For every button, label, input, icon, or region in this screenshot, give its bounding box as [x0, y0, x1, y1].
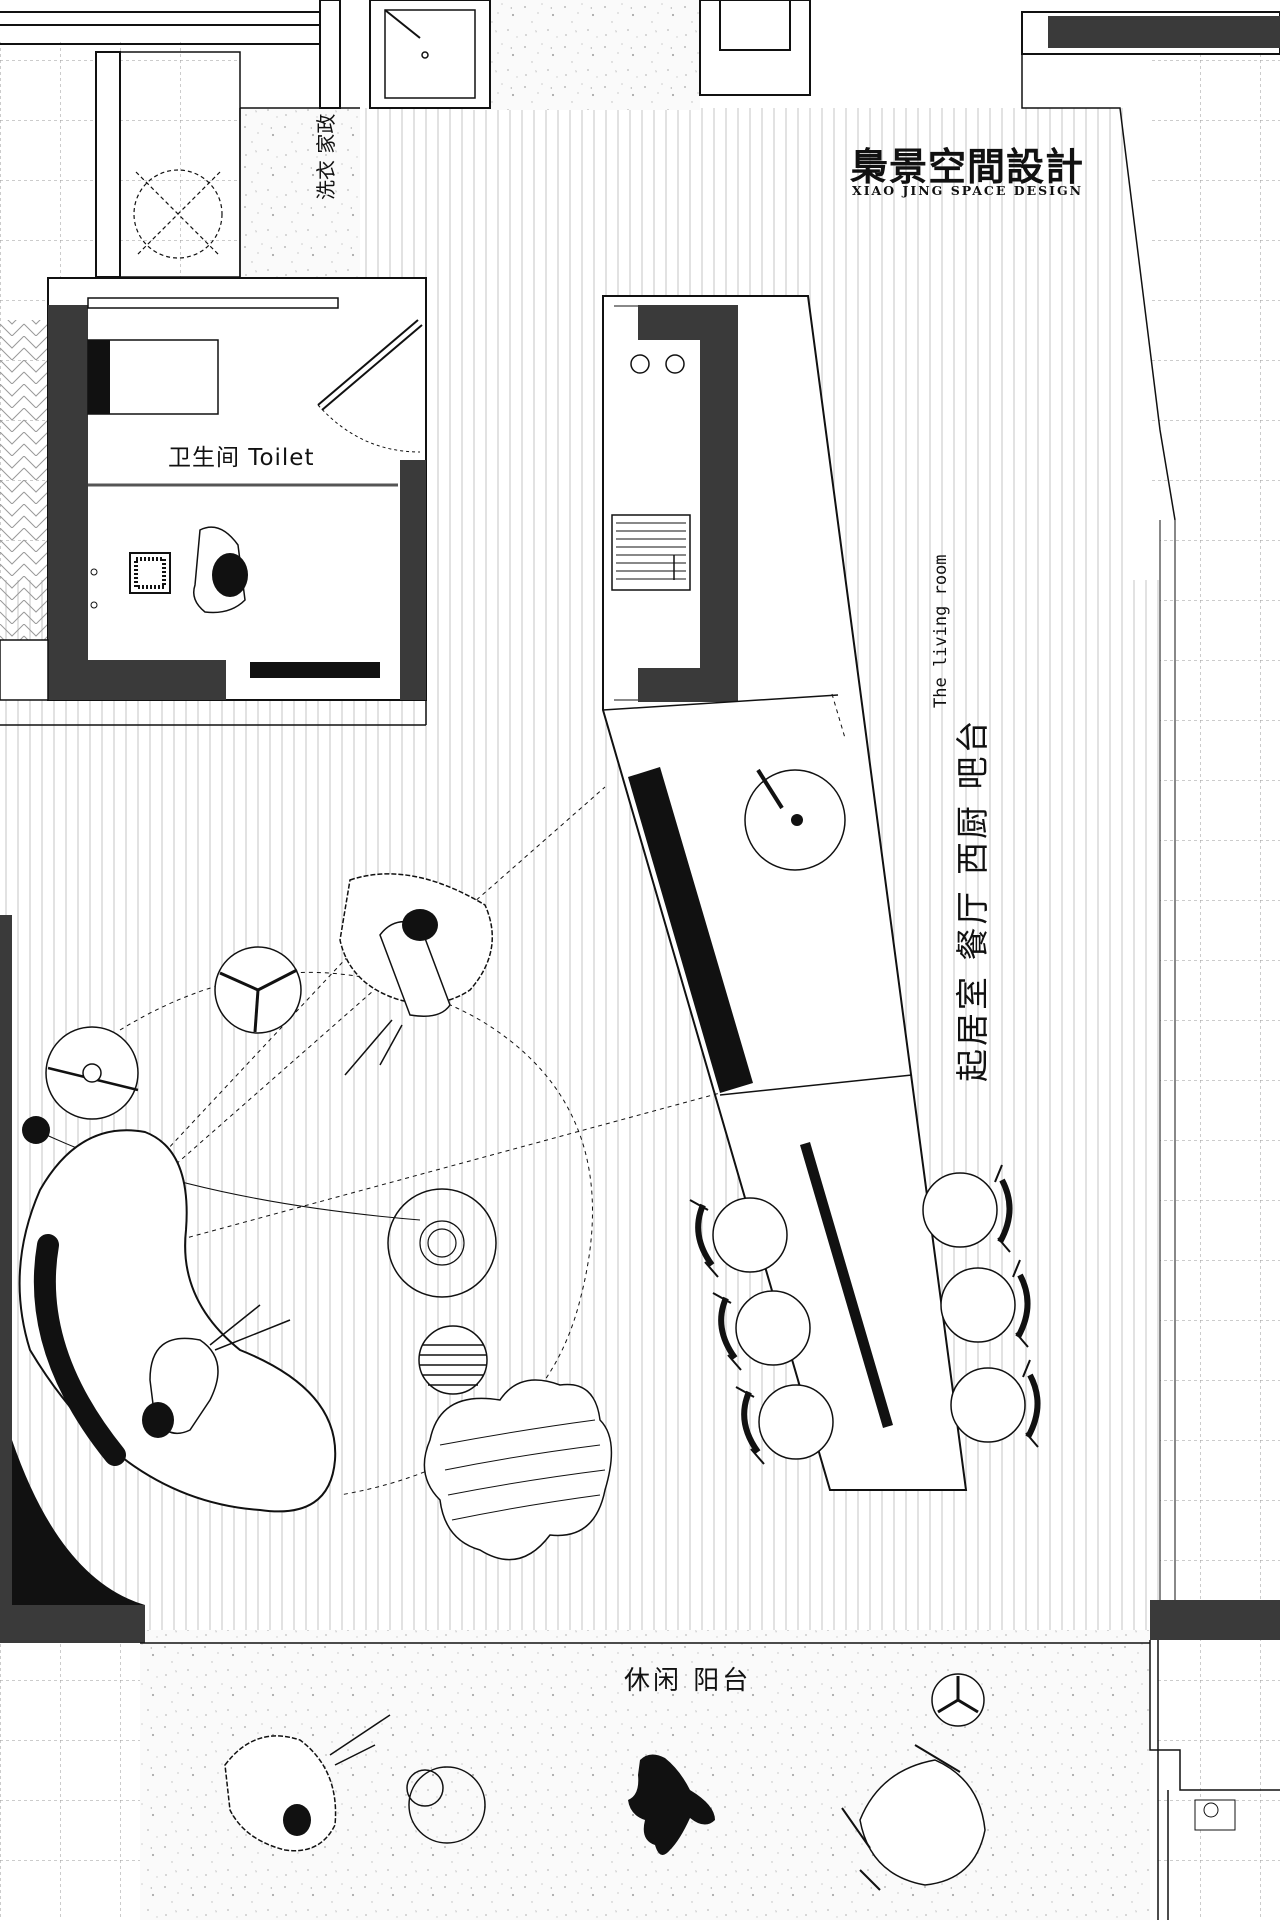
lounge-chair — [224, 1714, 391, 1852]
living-room-label-en: The living room — [931, 554, 951, 708]
chair-icon — [841, 1744, 986, 1891]
dog-icon — [628, 1754, 715, 1855]
side-table — [45, 1026, 139, 1120]
round-table-icon — [214, 946, 302, 1034]
floor-drain-icon — [129, 552, 171, 594]
laundry-label: 洗衣 家政 — [314, 113, 338, 200]
ottoman — [418, 1325, 488, 1395]
kitchen-island — [602, 295, 968, 1491]
round-table-icon — [744, 768, 846, 871]
puff-chair — [423, 1379, 613, 1561]
lounge-chair — [339, 873, 493, 1076]
toilet-room — [47, 277, 427, 701]
brand-logo-cn: 梟景空間設計 — [850, 144, 1085, 189]
balcony — [140, 1600, 1280, 1920]
side-table — [406, 1766, 486, 1844]
living-area — [0, 786, 721, 1643]
brand-logo-en: XIAO JING SPACE DESIGN — [852, 183, 1084, 198]
coffee-table — [387, 1188, 497, 1298]
balcony-label: 休闲 阳台 — [624, 1666, 752, 1696]
toilet-label: 卫生间 Toilet — [168, 445, 315, 471]
person-icon — [193, 526, 248, 614]
round-table-icon — [931, 1673, 985, 1727]
sink-icon — [611, 514, 691, 591]
column-icon — [133, 169, 223, 259]
door-frame — [369, 0, 491, 109]
person-icon — [142, 1304, 291, 1438]
bar-stools — [689, 1164, 1041, 1465]
living-room-label-cn: 起居室 餐厅 西厨 吧台 — [953, 717, 992, 1082]
curved-sofa — [18, 1129, 337, 1513]
